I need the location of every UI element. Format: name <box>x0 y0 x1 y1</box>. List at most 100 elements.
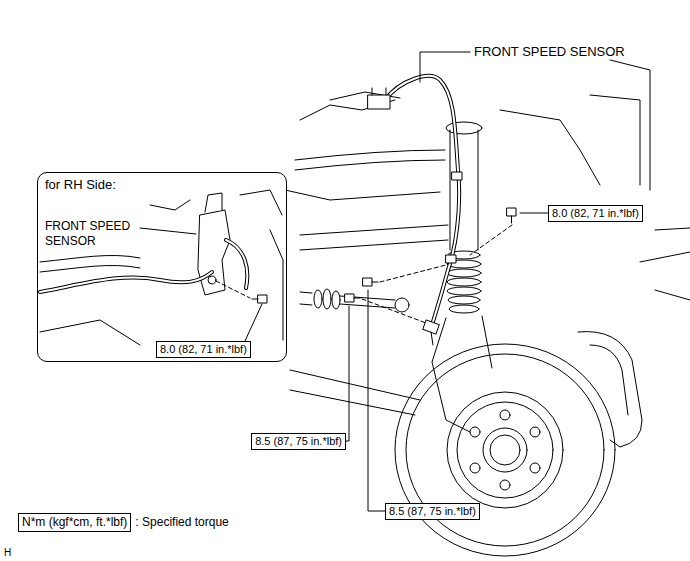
inset-illustration <box>40 190 283 345</box>
shock-absorber <box>446 122 482 313</box>
torque-value: 8.5 (87, 75 in.*lbf) <box>389 504 476 519</box>
drawing-stroke <box>530 427 540 437</box>
drawing-stroke <box>372 88 386 95</box>
drawing-stroke <box>385 76 459 325</box>
drawing-stroke <box>270 230 283 340</box>
drawing-stroke <box>323 289 331 309</box>
drawing-stroke <box>40 255 140 262</box>
drawing-stroke <box>295 150 445 160</box>
torque-box: 8.0 (82, 71 in.*lbf) <box>548 205 643 222</box>
drawing-stroke <box>208 276 216 284</box>
leader-lines <box>346 52 548 511</box>
drawing-stroke <box>40 265 140 272</box>
drawing-stroke <box>457 402 553 498</box>
drawing-stroke <box>290 390 415 415</box>
drawing-stroke <box>150 200 190 210</box>
part-name: FRONT SPEED SENSOR <box>474 44 625 59</box>
drawing-stroke <box>655 290 690 300</box>
drawing-stroke <box>372 282 378 283</box>
torque-value: 8.0 (82, 71 in.*lbf) <box>160 342 247 357</box>
drawing-stroke <box>500 410 510 420</box>
drawing-stroke <box>470 225 512 255</box>
drawing-stroke <box>482 316 492 368</box>
drawing-stroke <box>380 265 446 282</box>
drawing-stroke <box>452 172 462 180</box>
drawing-stroke <box>395 298 409 312</box>
drawing-stroke <box>226 240 247 288</box>
drawing-stroke <box>500 480 510 490</box>
inset-panel: for RH Side:8.0 (82, 71 in.*lbf) <box>37 172 287 362</box>
drawing-stroke <box>363 278 372 286</box>
drawing-stroke <box>140 228 196 234</box>
torque-box: 8.5 (87, 75 in.*lbf) <box>251 433 346 450</box>
brake-disc <box>395 344 615 556</box>
torque-box: 8.5 (87, 75 in.*lbf) <box>385 503 480 520</box>
drawing-stroke <box>300 225 448 235</box>
drawing-stroke <box>362 299 426 323</box>
part-name: FRONT SPEED SENSOR <box>45 219 145 249</box>
chassis-frame <box>285 60 690 300</box>
drawing-stroke <box>610 60 650 190</box>
drawing-stroke <box>449 305 479 313</box>
drawing-stroke <box>385 76 459 325</box>
drawing-stroke <box>447 278 481 286</box>
drawing-stroke <box>295 160 445 170</box>
torque-value: 8.5 (87, 75 in.*lbf) <box>255 434 342 449</box>
drawing-stroke <box>314 290 322 308</box>
speed-sensor-wire <box>368 76 462 345</box>
upper-arm <box>300 225 448 250</box>
drawing-stroke <box>446 255 456 263</box>
drawing-stroke <box>368 95 390 109</box>
torque-value: 8.0 (82, 71 in.*lbf) <box>552 206 639 221</box>
drawing-stroke <box>478 130 479 250</box>
drawing-stroke <box>447 392 563 508</box>
drawing-stroke <box>450 130 451 250</box>
drawing-stroke <box>655 228 690 230</box>
drawing-stroke <box>300 240 448 250</box>
steering-knuckle <box>432 316 492 432</box>
drawing-stroke <box>432 318 470 432</box>
drawing-stroke <box>368 290 385 511</box>
drawing-stroke <box>590 95 640 185</box>
lower-arm <box>290 370 420 415</box>
drawing-stroke <box>258 295 267 303</box>
bolts <box>345 208 516 323</box>
drawing-stroke <box>252 299 258 300</box>
drawing-stroke <box>447 287 481 295</box>
drawing-stroke <box>300 292 312 293</box>
drawing-stroke <box>490 435 520 465</box>
legend-note: : Specified torque <box>135 515 228 530</box>
drawing-stroke <box>447 269 481 277</box>
drawing-stroke <box>332 291 340 309</box>
brake-caliper <box>578 332 642 447</box>
figure-code: H <box>4 545 11 560</box>
drawing-stroke <box>511 216 512 223</box>
tie-rod <box>300 289 409 312</box>
drawing-stroke <box>483 428 527 472</box>
drawing-stroke <box>520 213 548 214</box>
drawing-stroke <box>448 296 480 304</box>
drawing-stroke <box>226 240 247 288</box>
drawing-stroke <box>40 320 140 345</box>
drawing-stroke <box>205 193 222 212</box>
stabilizer-bar <box>295 150 445 170</box>
drawing-stroke <box>285 190 440 200</box>
drawing-stroke <box>420 52 470 82</box>
drawing-stroke <box>346 306 349 441</box>
drawing-stroke <box>245 304 262 341</box>
torque-box: N*m (kgf*cm, ft.*lbf) <box>18 513 131 532</box>
drawing-stroke <box>290 370 420 400</box>
drawing-stroke <box>446 122 482 134</box>
drawing-stroke <box>500 110 600 185</box>
drawing-stroke <box>640 252 690 262</box>
drawing-stroke <box>216 281 250 298</box>
inset-ground <box>37 172 287 362</box>
drawing-stroke <box>530 463 540 473</box>
drawing-stroke <box>507 208 516 216</box>
drawing-stroke <box>40 272 212 292</box>
drawing-stroke <box>345 294 354 302</box>
drawing-stroke <box>470 463 480 473</box>
drawing-stroke <box>590 345 628 415</box>
